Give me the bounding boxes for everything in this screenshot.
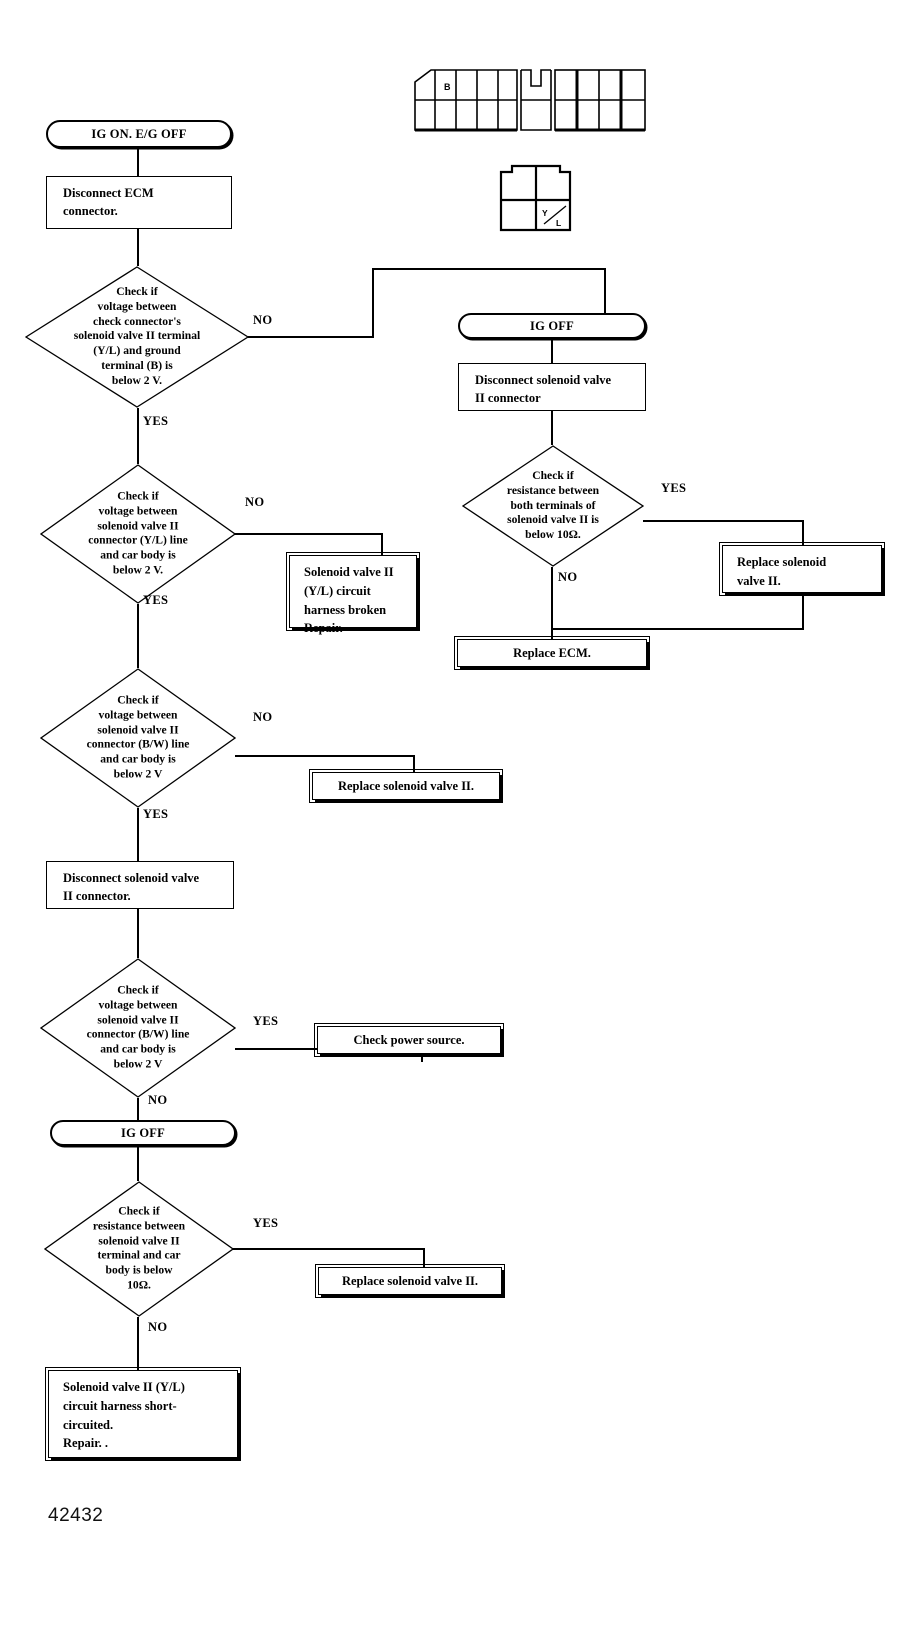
connector-disconnect-ecm-to-d1 [137, 229, 139, 266]
path-d2-no-h [235, 533, 383, 535]
diamond-shape [40, 668, 236, 808]
process-disconnect-solenoid-valve-ii-connector-left[interactable]: Disconnect solenoid valve II connector. [46, 861, 234, 909]
pin-label-l: L [556, 218, 561, 228]
path-d1-yes [137, 408, 139, 464]
result-check-power-source[interactable]: Check power source. [314, 1023, 504, 1057]
process-line-1: Disconnect solenoid valve [475, 373, 612, 387]
path-d2-yes [137, 604, 139, 668]
path-d1-no-v1 [372, 268, 374, 338]
path-d5-yes-v [423, 1248, 425, 1267]
result-line-3: circuited. [63, 1417, 114, 1432]
path-d1-no-h3 [553, 268, 606, 271]
diamond-shape [40, 464, 236, 604]
result-line-1: Replace solenoid [737, 555, 827, 569]
terminator-ig-on-eg-off[interactable]: IG ON. E/G OFF [46, 120, 232, 148]
path-dres-yes-h [643, 520, 804, 522]
path-d1-no-h1 [248, 336, 374, 339]
process-disconnect-ecm-connector[interactable]: Disconnect ECM connector. [46, 176, 232, 229]
result-line-2: valve II. [737, 573, 781, 588]
branch-label-d4-no: NO [148, 1093, 168, 1107]
result-line-1: Solenoid valve II [304, 565, 394, 579]
result-harness-broken-repair[interactable]: Solenoid valve II (Y/L) circuit harness … [286, 552, 420, 635]
path-replace-sv-right-left [551, 628, 804, 630]
decision-check-resistance-sv-terminal-car-body[interactable]: Check if resistance between solenoid val… [44, 1181, 234, 1317]
result-label: Replace ECM. [513, 645, 591, 660]
branch-label-d2-no: NO [245, 495, 265, 509]
decision-check-voltage-sv-connector-bw-car-body[interactable]: Check if voltage between solenoid valve … [40, 668, 236, 808]
process-disconnect-solenoid-valve-ii-connector-right[interactable]: Disconnect solenoid valve II connector [458, 363, 646, 411]
path-d1-no-v2 [604, 268, 607, 313]
connector-start-to-disconnect-ecm [137, 148, 139, 176]
result-line-4: Repair. . [63, 1436, 109, 1451]
result-line-4: Repair. [304, 621, 343, 636]
path-d3-no-h [235, 755, 415, 757]
branch-label-d5-no: NO [148, 1320, 168, 1334]
ecm-check-connector-pinout: B [413, 64, 648, 132]
diamond-shape [462, 445, 644, 567]
path-d4-yes-v [421, 1048, 423, 1062]
decision-check-resistance-both-terminals[interactable]: Check if resistance between both termina… [462, 445, 644, 567]
branch-label-dres-yes: YES [661, 481, 687, 495]
connector-disconnect-sv-left-to-d4 [137, 909, 139, 958]
branch-label-dres-no: NO [558, 570, 578, 584]
process-line-2: II connector. [63, 889, 131, 904]
terminator-label: IG ON. E/G OFF [91, 126, 187, 141]
terminator-label: IG OFF [121, 1125, 165, 1140]
result-label: Replace solenoid valve II. [341, 1273, 479, 1288]
terminator-ig-off-right[interactable]: IG OFF [458, 313, 646, 339]
branch-label-d3-yes: YES [143, 807, 169, 821]
path-d3-yes [137, 808, 139, 861]
process-line-2: II connector [475, 391, 541, 406]
result-line-2: circuit harness short- [63, 1398, 177, 1413]
branch-label-d1-no: NO [253, 313, 273, 327]
result-replace-solenoid-valve-ii-mid[interactable]: Replace solenoid valve II. [309, 769, 503, 803]
solenoid-valve-connector-pinout: Y L [498, 162, 578, 232]
result-line-1: Solenoid valve II (Y/L) [63, 1380, 185, 1394]
diamond-shape [25, 266, 249, 408]
connector-disconnect-sv-right-to-dres [551, 411, 554, 445]
path-replace-sv-right-down [802, 596, 804, 629]
result-line-3: harness broken [304, 602, 387, 617]
branch-label-d5-yes: YES [253, 1216, 279, 1230]
result-replace-solenoid-valve-ii-bottom[interactable]: Replace solenoid valve II. [315, 1264, 505, 1298]
path-d5-yes-h [233, 1248, 425, 1251]
result-replace-ecm[interactable]: Replace ECM. [454, 636, 650, 670]
result-label: Check power source. [353, 1032, 465, 1047]
path-d1-no-h2 [372, 268, 557, 270]
diamond-shape [44, 1181, 234, 1317]
path-d2-no-v [381, 533, 383, 555]
branch-label-d1-yes: YES [143, 414, 169, 428]
path-dres-no [551, 567, 554, 640]
branch-label-d4-yes: YES [253, 1014, 279, 1028]
process-line-1: Disconnect solenoid valve [63, 871, 200, 885]
process-line-1: Disconnect ECM [63, 186, 154, 200]
diamond-shape [40, 958, 236, 1098]
result-replace-solenoid-valve-ii-right[interactable]: Replace solenoid valve II. [719, 542, 885, 596]
page-number: 42432 [48, 1505, 104, 1526]
process-line-2: connector. [63, 204, 118, 219]
decision-check-voltage-check-connector-yl-ground[interactable]: Check if voltage between check connector… [25, 266, 249, 408]
branch-label-d2-yes: YES [143, 593, 169, 607]
branch-label-d3-no: NO [253, 710, 273, 724]
terminator-label: IG OFF [530, 318, 574, 333]
result-harness-short-circuited-repair[interactable]: Solenoid valve II (Y/L) circuit harness … [45, 1367, 241, 1461]
connector-igoff-bottom-to-d5 [137, 1146, 139, 1181]
pin-label-b: B [444, 82, 451, 92]
pin-label-y: Y [542, 208, 548, 218]
terminator-ig-off-bottom[interactable]: IG OFF [50, 1120, 236, 1146]
path-d4-no [137, 1098, 139, 1120]
path-d5-no [137, 1317, 139, 1370]
result-line-2: (Y/L) circuit [304, 583, 371, 598]
connector-igoff-to-disconnect-sv-right [551, 339, 553, 363]
result-label: Replace solenoid valve II. [337, 778, 475, 793]
decision-check-voltage-sv-connector-yl-car-body[interactable]: Check if voltage between solenoid valve … [40, 464, 236, 604]
decision-check-voltage-sv-connector-bw-disconnected[interactable]: Check if voltage between solenoid valve … [40, 958, 236, 1098]
path-d3-no-v [413, 755, 415, 772]
path-dres-yes-v [802, 520, 804, 545]
